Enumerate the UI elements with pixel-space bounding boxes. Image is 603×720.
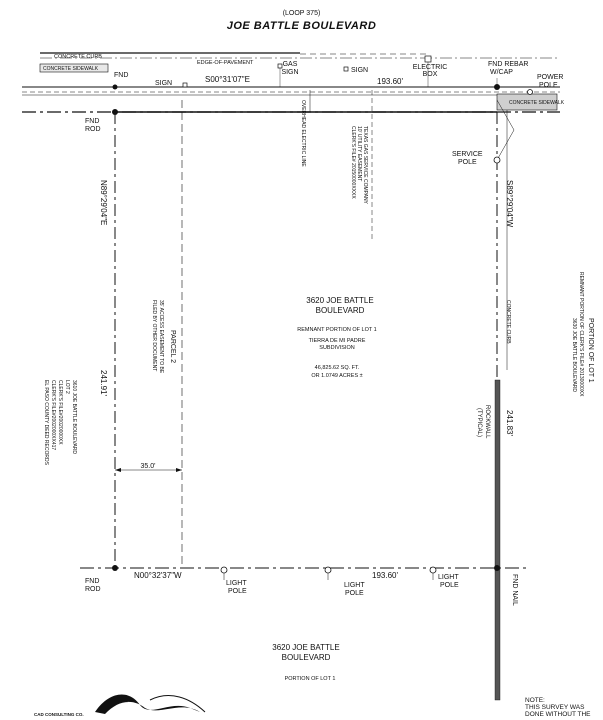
electric-box-label-1: ELECTRIC — [412, 64, 448, 71]
street-title: JOE BATTLE BOULEVARD — [226, 20, 377, 32]
service-line — [496, 99, 515, 131]
sign-left-label: SIGN — [155, 80, 173, 87]
north-bearing: S00°31'07"E — [205, 75, 250, 84]
rockwall — [494, 379, 501, 701]
dimension-arrow-right — [176, 468, 182, 472]
west-adjoiner-line1: 3610 JOE BATTLE BOULEVARD — [71, 380, 77, 455]
east-adjoiner-line3: 3630 JOE BATTLE BOULEVARD — [571, 318, 577, 393]
light-pole-3-label-2: POLE — [440, 582, 459, 589]
south-parcel-address-1: 3620 JOE BATTLE — [272, 643, 340, 652]
fnd-rebar-label-2: W/CAP — [490, 69, 513, 76]
light-pole-2 — [324, 566, 332, 580]
light-pole-3 — [429, 566, 437, 580]
parcel-address-2: BOULEVARD — [315, 306, 365, 315]
sw-corner-marker — [112, 565, 118, 571]
nw-top-fnd-label: FND — [114, 72, 129, 79]
gas-sign-label-2: SIGN — [281, 69, 299, 76]
overhead-electric-label: OVERHEAD ELECTRIC LINE — [300, 100, 306, 167]
light-pole-1 — [220, 566, 228, 580]
rockwall-label-1: ROCKWALL — [484, 405, 490, 439]
note-line-2: DONE WITHOUT THE — [525, 711, 591, 718]
east-bearing: S89°29'04"W — [505, 180, 514, 228]
parcel-address-1: 3620 JOE BATTLE — [306, 296, 374, 305]
parcel-subdivision-1: TIERRA DE MI PADRE — [308, 338, 366, 344]
note-line-1: THIS SURVEY WAS — [525, 704, 585, 711]
west-distance: 241.91' — [99, 370, 108, 396]
texas-gas-label-2: 10' UTILITY EASEMENT — [356, 126, 362, 182]
parcel2-title: PARCEL 2 — [169, 330, 176, 364]
west-adjoiner-line3: CLERK'S FILE#20020000XX — [57, 380, 63, 445]
service-pole-label-1: SERVICE — [452, 151, 483, 158]
note-title: NOTE: — [525, 697, 545, 704]
concrete-sidewalk-right-label: CONCRETE SIDEWALK — [509, 100, 565, 106]
concrete-sidewalk-right — [496, 93, 558, 111]
dimension-arrow-left — [115, 468, 121, 472]
light-pole-1-label-2: POLE — [228, 588, 247, 595]
east-distance: 241.83' — [505, 410, 514, 436]
loop-label: (LOOP 375) — [282, 10, 321, 17]
gas-sign-label-1: GAS — [282, 61, 298, 68]
edge-of-pavement-label: EDGE-OF-PAVEMENT — [197, 60, 254, 66]
parcel-area-acres: OR 1.0749 ACRES ± — [311, 373, 363, 379]
concrete-sidewalk-left — [39, 63, 109, 73]
east-adjoiner-line2: REMNANT PORTION OF CLERK'S FILE# 2013000… — [578, 272, 584, 397]
company-name: CAD CONSULTING CO. — [34, 712, 84, 717]
north-distance: 193.60' — [377, 77, 403, 86]
parcel-subdivision-2: SUBDIVISION — [319, 345, 355, 351]
west-bearing: N89°29'04"E — [99, 180, 108, 226]
south-parcel-portion: PORTION OF LOT 1 — [284, 676, 336, 682]
service-line-2 — [496, 129, 515, 161]
west-adjoiner-line2: LOT 2 — [64, 380, 70, 394]
electric-box-label-2: BOX — [422, 71, 438, 78]
power-pole-label-1: POWER — [537, 74, 564, 81]
sign-right-label: SIGN — [351, 67, 369, 74]
power-pole-marker — [527, 89, 533, 95]
light-pole-1-label-1: LIGHT — [226, 580, 247, 587]
company-logo-flourish — [149, 695, 206, 713]
easement-width-label: 35.0' — [140, 463, 156, 470]
sign-marker-left — [182, 82, 188, 88]
east-concrete-curb-label: CONCRETE CURB — [505, 300, 511, 344]
parcel2-easement-2: FILED BY OTHER DOCUMENT — [151, 300, 157, 372]
nw-rod-label: ROD — [85, 126, 101, 133]
concrete-sidewalk-left-label: CONCRETE SIDEWALK — [43, 66, 99, 72]
west-adjoiner-line5: EL PASO COUNTY DEED RECORDS — [43, 380, 49, 465]
rockwall-label-2: (TYPICAL) — [476, 408, 482, 438]
south-parcel-address-2: BOULEVARD — [281, 653, 331, 662]
se-fnd-nail-label: FND NAIL — [511, 574, 518, 606]
light-pole-2-label-2: POLE — [345, 590, 364, 597]
parcel2-easement-1: 35' ACCESS EASEMENT TO BE — [158, 300, 164, 374]
nw-fnd-label: FND — [85, 118, 100, 125]
service-pole-marker — [493, 156, 501, 164]
electric-box-marker — [424, 55, 432, 63]
texas-gas-label-1: TEXAS GAS SERVICE COMPANY — [362, 126, 368, 204]
sw-fnd-label: FND — [85, 578, 100, 585]
sign-marker-right — [343, 66, 349, 72]
texas-gas-label-3: CLERK'S FILE# 20150000XXXX — [350, 126, 356, 199]
light-pole-3-label-1: LIGHT — [438, 574, 459, 581]
west-adjoiner-line4: CLERK'S FILE#2002000XX417 — [50, 380, 56, 451]
gas-sign-marker — [277, 63, 283, 69]
parcel-area-sqft: 46,825.62 SQ. FT. — [314, 365, 360, 371]
sw-rod-label: ROD — [85, 586, 101, 593]
east-adjoiner-line1: PORTION OF LOT 1 — [587, 318, 594, 383]
nw-top-marker — [112, 84, 118, 90]
concrete-curb-label: CONCRETE CURB — [54, 54, 102, 60]
company-logo-swirl — [95, 694, 200, 714]
light-pole-2-label-1: LIGHT — [344, 582, 365, 589]
power-pole-label-2: POLE — [539, 82, 558, 89]
service-pole-label-2: POLE — [458, 159, 477, 166]
south-distance: 193.60' — [372, 571, 398, 580]
parcel-remnant: REMNANT PORTION OF LOT 1 — [297, 327, 377, 333]
fnd-rebar-label-1: FND REBAR — [488, 61, 529, 68]
south-bearing: N00°32'37"W — [134, 571, 182, 580]
nw-corner-marker — [112, 109, 118, 115]
se-corner-marker — [494, 565, 500, 571]
